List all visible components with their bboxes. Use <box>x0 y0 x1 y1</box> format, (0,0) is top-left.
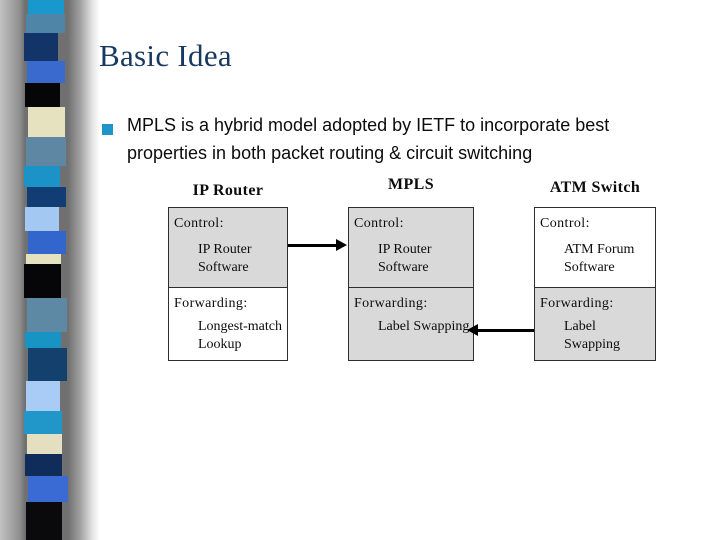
control-line: IP Router <box>198 242 252 257</box>
atm-switch-control-section: Control: ATM Forum Software <box>535 208 655 288</box>
ip-router-box: Control: IP Router Software Forwarding: … <box>168 207 288 361</box>
strip-block <box>26 14 65 33</box>
arrow-ip-to-mpls-line <box>288 244 337 247</box>
strip-block <box>25 207 59 231</box>
strip-block <box>28 231 66 254</box>
column-header-mpls: MPLS <box>387 176 435 193</box>
strip-block <box>27 187 66 207</box>
strip-block <box>26 381 60 411</box>
control-line: Software <box>378 260 429 275</box>
decorative-strip <box>24 0 68 540</box>
forwarding-label: Forwarding: <box>354 296 428 311</box>
arrow-left-icon <box>467 324 478 336</box>
strip-block <box>28 0 64 14</box>
strip-block <box>24 166 60 187</box>
control-label: Control: <box>174 216 224 231</box>
atm-switch-box: Control: ATM Forum Software Forwarding: … <box>534 207 656 361</box>
control-line: Software <box>198 260 249 275</box>
strip-block <box>26 137 66 166</box>
strip-block <box>28 476 68 502</box>
strip-block <box>26 502 62 540</box>
forwarding-line: Label Swapping <box>378 319 470 334</box>
strip-block <box>25 454 62 476</box>
slide-title: Basic Idea <box>99 38 232 73</box>
strip-block <box>24 33 58 61</box>
strip-block <box>28 107 65 137</box>
strip-block <box>27 61 65 83</box>
forwarding-label: Forwarding: <box>540 296 614 311</box>
column-header-ip-router: IP Router <box>192 182 264 199</box>
bullet-text: MPLS is a hybrid model adopted by IETF t… <box>127 111 687 167</box>
strip-block <box>24 264 61 298</box>
strip-block <box>24 411 62 434</box>
strip-block <box>25 332 61 348</box>
column-header-atm-switch: ATM Switch <box>549 179 641 196</box>
control-line: ATM Forum <box>564 242 635 257</box>
control-label: Control: <box>354 216 404 231</box>
forwarding-line: Longest-match <box>198 319 282 334</box>
strip-block <box>27 298 67 332</box>
strip-block <box>28 348 67 381</box>
control-line: IP Router <box>378 242 432 257</box>
atm-switch-forwarding-section: Forwarding: Label Swapping <box>535 288 655 360</box>
arrow-atm-to-mpls-line <box>477 329 534 332</box>
mpls-control-section: Control: IP Router Software <box>349 208 473 288</box>
strip-block <box>27 434 62 454</box>
ip-router-control-section: Control: IP Router Software <box>169 208 287 288</box>
mpls-box: Control: IP Router Software Forwarding: … <box>348 207 474 361</box>
bullet-line-1: MPLS is a hybrid model adopted by IETF t… <box>127 115 610 135</box>
forwarding-line: Label Swapping <box>564 319 620 352</box>
strip-block <box>26 254 61 264</box>
arrow-right-icon <box>336 239 347 251</box>
control-label: Control: <box>540 216 590 231</box>
forwarding-label: Forwarding: <box>174 296 248 311</box>
ip-router-forwarding-section: Forwarding: Longest-match Lookup <box>169 288 287 360</box>
control-line: Software <box>564 260 615 275</box>
mpls-forwarding-section: Forwarding: Label Swapping <box>349 288 473 360</box>
bullet-line-2: properties in both packet routing & circ… <box>127 143 533 163</box>
strip-block <box>25 83 60 107</box>
forwarding-line: Lookup <box>198 337 242 352</box>
bullet-icon <box>102 124 113 135</box>
